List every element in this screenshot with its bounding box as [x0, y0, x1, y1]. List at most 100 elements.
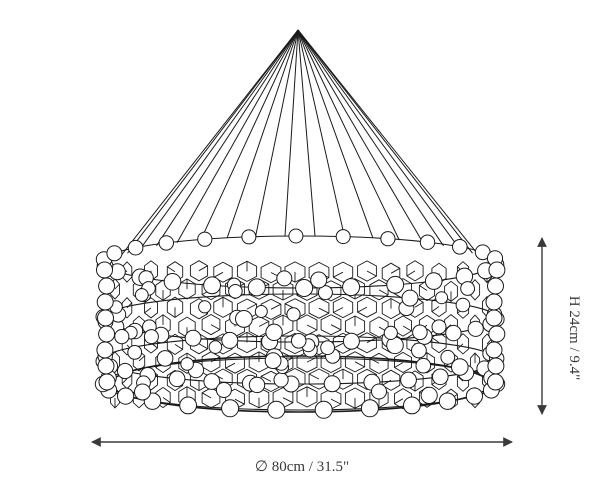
- crystal-bead: [342, 332, 360, 350]
- lattice-cell: [213, 261, 233, 283]
- crystal-bead: [485, 309, 503, 327]
- crystal-bead: [445, 324, 462, 342]
- crystal-bead: [114, 329, 130, 345]
- crystal-bead: [134, 288, 149, 302]
- suspension-cable: [297, 29, 481, 258]
- suspension-cables: [119, 29, 481, 258]
- suspension-cable: [297, 29, 374, 239]
- lattice-spoke: [318, 307, 330, 314]
- crystal-bead: [247, 278, 266, 297]
- lattice-spoke: [234, 398, 245, 405]
- lattice-cell: [394, 388, 412, 410]
- crystal-bead: [97, 309, 114, 327]
- lattice-cell: [394, 351, 412, 374]
- lattice-spoke: [114, 283, 120, 290]
- crystal-bead: [208, 340, 223, 354]
- diameter-label: ∅ 80cm / 31.5": [255, 459, 349, 475]
- chandelier: [94, 29, 506, 419]
- lattice-spoke: [270, 303, 282, 310]
- crystal-bead: [241, 229, 257, 245]
- lattice-cell: [155, 386, 171, 409]
- crystal-bead: [228, 284, 243, 299]
- lattice-spoke: [138, 355, 146, 362]
- crystal-bead: [431, 319, 447, 335]
- crystal-bead: [127, 239, 144, 256]
- crystal-bead: [117, 362, 134, 380]
- lattice-spoke: [390, 267, 401, 274]
- crystal-bead: [158, 235, 175, 251]
- crystal-bead: [467, 320, 484, 337]
- suspension-cable: [176, 29, 299, 243]
- crystal-bead: [424, 272, 443, 290]
- crystal-bead: [184, 329, 202, 347]
- crystal-bead: [487, 357, 505, 375]
- lattice-spoke: [198, 265, 208, 272]
- crystal-bead: [265, 323, 283, 341]
- crystal-bead: [488, 325, 506, 343]
- crystal-bead: [401, 289, 419, 307]
- crystal-bead: [371, 383, 387, 400]
- crystal-bead: [286, 307, 301, 322]
- crystal-bead: [248, 376, 266, 394]
- lattice-spoke: [431, 306, 440, 312]
- crystal-bead: [143, 329, 159, 345]
- height-label: H 24cm / 9.4": [566, 296, 582, 380]
- suspension-cable: [139, 29, 299, 250]
- lattice-cell: [178, 352, 196, 374]
- lattice-cell: [369, 279, 389, 301]
- crystal-bead: [412, 324, 428, 341]
- lattice-spoke: [366, 270, 377, 277]
- crystal-bead: [180, 357, 194, 371]
- lattice-spoke: [431, 337, 440, 343]
- suspension-cable: [127, 29, 299, 254]
- suspension-cable: [119, 29, 299, 258]
- crystal-bead: [335, 229, 351, 245]
- lattice-cell: [236, 260, 258, 282]
- lattice-cell: [369, 316, 389, 338]
- crystal-bead: [380, 231, 396, 247]
- crystal-bead: [168, 370, 186, 388]
- lattice-cell: [320, 314, 342, 336]
- crystal-bead: [163, 273, 182, 291]
- crystal-bead: [488, 261, 506, 279]
- crystal-bead: [314, 400, 333, 419]
- crystal-bead: [254, 305, 268, 318]
- crystal-bead: [179, 396, 198, 415]
- lattice-spoke: [419, 285, 428, 291]
- height-dimension: H 24cm / 9.4": [537, 237, 582, 415]
- lattice-cell: [381, 297, 401, 320]
- suspension-cable: [297, 29, 316, 237]
- lattice-spoke: [210, 324, 221, 330]
- crystal-bead: [288, 228, 304, 244]
- lattice-cell: [332, 261, 354, 283]
- crystal-bead: [127, 345, 143, 360]
- crystal-bead: [276, 270, 293, 287]
- lattice-cell: [225, 352, 245, 374]
- crystal-bead: [403, 396, 421, 415]
- crystal-bead: [386, 275, 405, 294]
- crystal-bead: [98, 277, 116, 295]
- crystal-bead: [432, 368, 449, 386]
- crystal-bead: [400, 371, 417, 389]
- lattice-cell: [308, 297, 330, 319]
- crystal-bead: [96, 341, 114, 359]
- lattice-cell: [332, 296, 354, 319]
- crystal-bead: [96, 293, 114, 311]
- crystal-bead: [383, 325, 398, 340]
- lattice-spoke: [258, 321, 270, 327]
- crystal-bead: [455, 297, 471, 313]
- crystal-bead: [415, 357, 432, 374]
- suspension-cable: [297, 29, 345, 237]
- crystal-bead: [323, 375, 341, 393]
- lattice-cell: [357, 260, 377, 282]
- lattice-spoke: [394, 362, 404, 368]
- crystal-bead: [487, 277, 504, 295]
- crystal-bead: [465, 387, 483, 405]
- lattice-cell: [260, 261, 282, 284]
- crystal-bead: [198, 300, 212, 314]
- crystal-bead: [485, 341, 503, 359]
- crystal-bead: [487, 373, 504, 391]
- crystal-bead: [420, 386, 438, 404]
- lattice-spoke: [198, 343, 208, 350]
